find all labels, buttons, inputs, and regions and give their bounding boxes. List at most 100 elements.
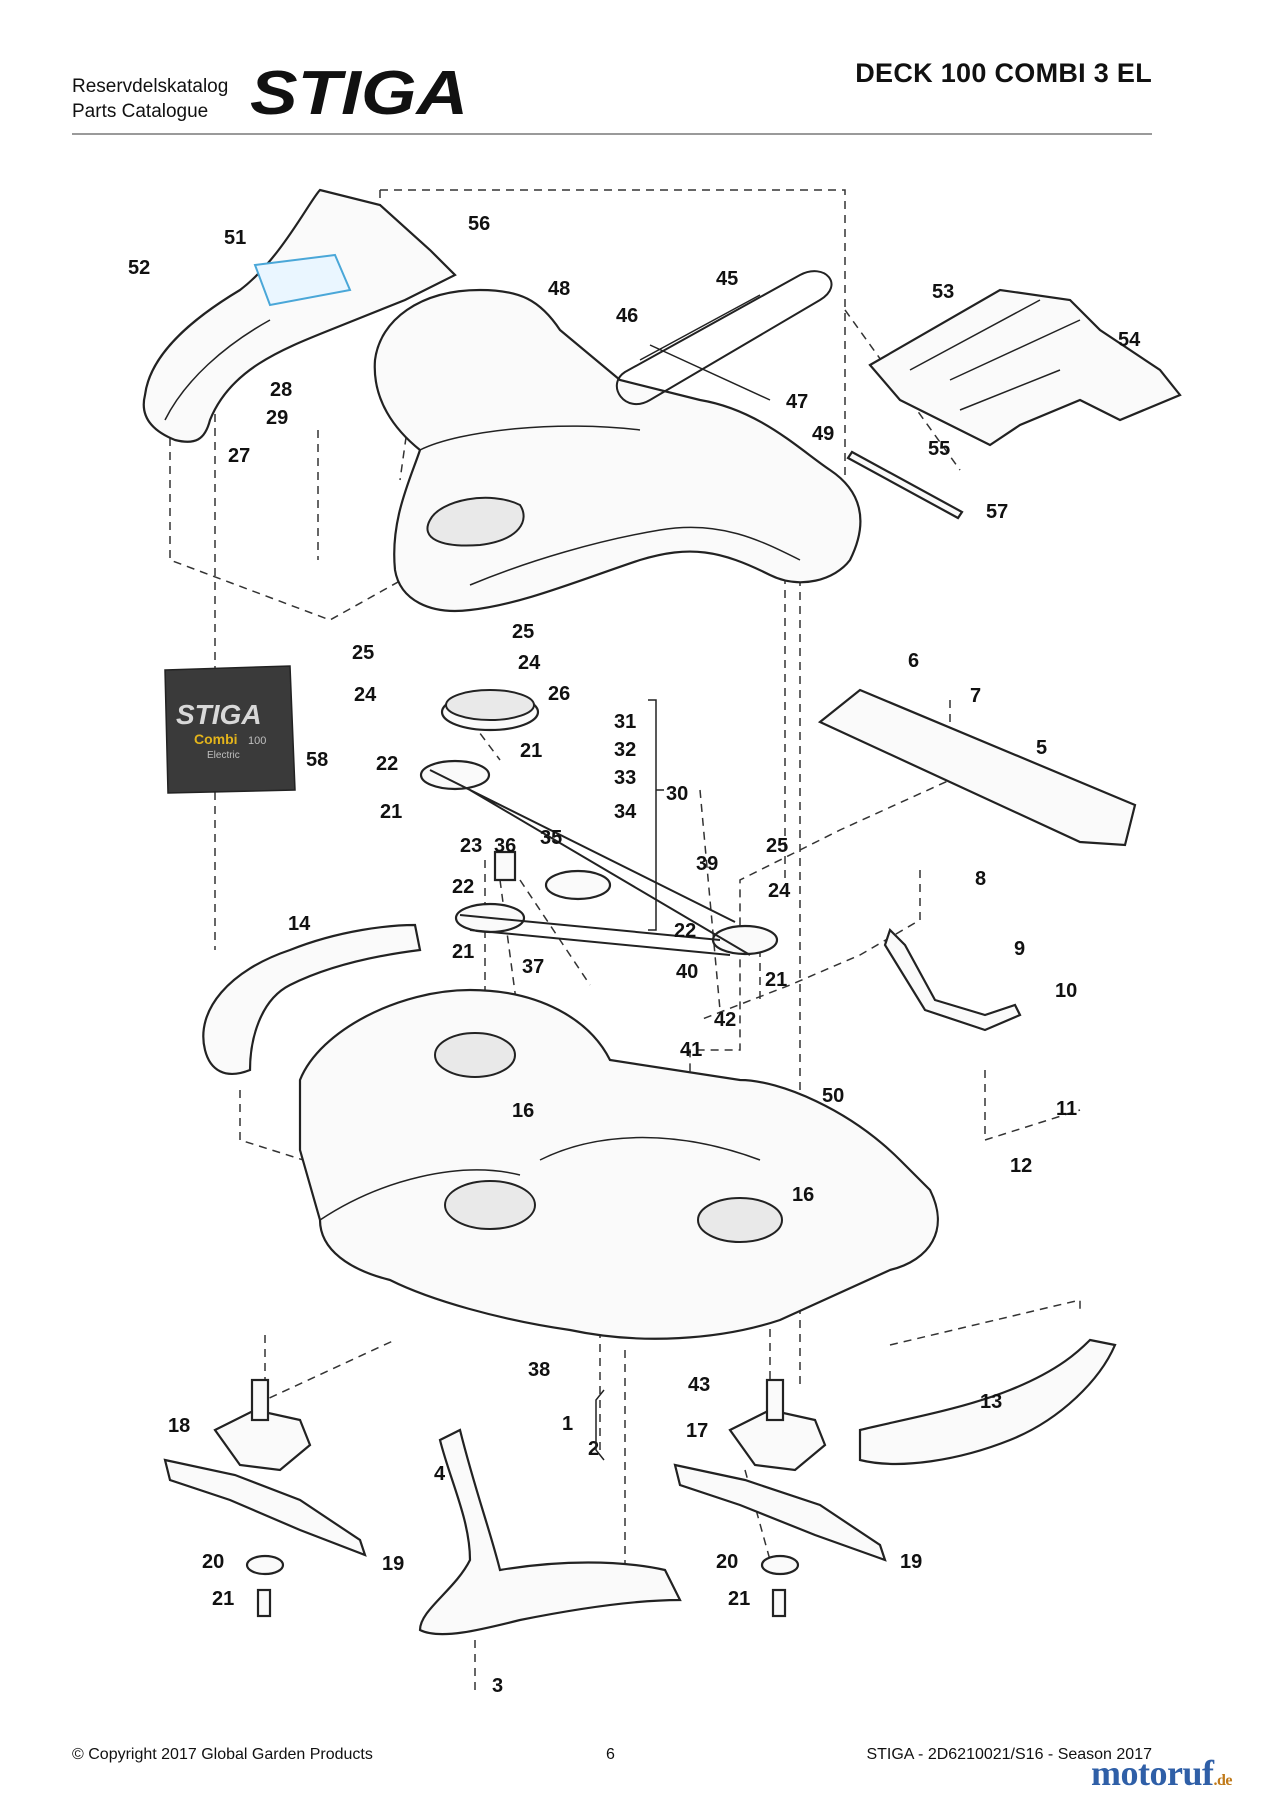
callout-18: 18 <box>168 1415 190 1437</box>
callout-24c: 24 <box>768 880 791 902</box>
callout-20a: 20 <box>202 1551 224 1573</box>
callout-13: 13 <box>980 1391 1002 1413</box>
callout-21d: 21 <box>380 801 402 823</box>
part-21-bolt-right <box>771 1588 787 1618</box>
catalog-label-en: Parts Catalogue <box>72 101 209 122</box>
callout-28: 28 <box>270 379 292 401</box>
watermark-logo: motoruf.de <box>1091 1752 1232 1794</box>
callout-24a: 24 <box>354 684 377 706</box>
callout-9: 9 <box>1014 938 1025 960</box>
callout-17: 17 <box>686 1420 708 1442</box>
part-48-top-cover <box>373 288 862 612</box>
callout-29: 29 <box>266 407 288 429</box>
part-51-cover-plate <box>142 188 457 443</box>
callout-14: 14 <box>288 913 311 935</box>
callout-55: 55 <box>928 438 950 460</box>
part-18-spindle <box>213 1378 312 1472</box>
callout-6: 6 <box>908 650 919 672</box>
callout-12: 12 <box>1010 1155 1032 1177</box>
callout-46: 46 <box>616 305 638 327</box>
callout-11: 11 <box>1056 1098 1077 1120</box>
page-title: DECK 100 COMBI 3 EL <box>855 58 1152 88</box>
part-21-bolt-left <box>256 1588 272 1618</box>
part-20-washer-left <box>245 1554 285 1576</box>
callout-42: 42 <box>714 1009 736 1031</box>
callout-20b: 20 <box>716 1551 738 1573</box>
callout-37: 37 <box>522 956 544 978</box>
group-bracket-1 <box>595 1389 605 1461</box>
callout-54: 54 <box>1118 329 1141 351</box>
callout-21e: 21 <box>452 941 474 963</box>
footer-page-number: 6 <box>606 1746 615 1763</box>
footer-reference: STIGA - 2D6210021/S16 - Season 2017 <box>866 1746 1152 1763</box>
callout-4: 4 <box>434 1463 446 1485</box>
callout-21f: 21 <box>765 969 787 991</box>
callout-10: 10 <box>1055 980 1077 1002</box>
callout-16a: 16 <box>512 1100 534 1122</box>
callout-22b: 22 <box>452 876 474 898</box>
callout-49: 49 <box>812 423 834 445</box>
part-10-lever <box>883 927 1022 1032</box>
watermark-name: motoruf <box>1091 1753 1214 1793</box>
callout-3: 3 <box>492 1675 503 1697</box>
callout-25c: 25 <box>766 835 788 857</box>
part-17-spindle <box>728 1378 827 1472</box>
callout-33: 33 <box>614 767 636 789</box>
part-46-rod <box>649 344 771 401</box>
callout-25a: 25 <box>352 642 374 664</box>
callout-27: 27 <box>228 445 250 467</box>
decal-variant: Electric <box>207 750 240 761</box>
callout-51: 51 <box>224 227 246 249</box>
callout-34: 34 <box>614 801 637 823</box>
callout-8: 8 <box>975 868 986 890</box>
part-5-plate <box>817 688 1137 847</box>
callout-26: 26 <box>548 683 570 705</box>
part-14-deflector <box>202 923 422 1075</box>
part-20-washer-right <box>760 1554 800 1576</box>
callout-35: 35 <box>540 827 562 849</box>
callout-19b: 19 <box>900 1551 922 1573</box>
callout-45: 45 <box>716 268 738 290</box>
callout-30: 30 <box>666 783 688 805</box>
callout-57: 57 <box>986 501 1008 523</box>
callout-31: 31 <box>614 711 636 733</box>
callout-32: 32 <box>614 739 636 761</box>
callout-40: 40 <box>676 961 698 983</box>
catalog-label-de: Reservdelskatalog <box>72 76 229 97</box>
callout-36: 36 <box>494 835 516 857</box>
callout-21b: 21 <box>728 1588 750 1610</box>
callout-23: 23 <box>460 835 482 857</box>
callout-43: 43 <box>688 1374 710 1396</box>
callout-2: 2 <box>588 1438 599 1460</box>
callout-22a: 22 <box>376 753 398 775</box>
callout-50: 50 <box>822 1085 844 1107</box>
callout-41: 41 <box>680 1039 702 1061</box>
callout-21c: 21 <box>520 740 542 762</box>
callout-38: 38 <box>528 1359 550 1381</box>
part-45-belt <box>615 270 833 406</box>
part-13-deflector <box>858 1338 1117 1465</box>
callout-24b: 24 <box>518 652 541 674</box>
callout-56: 56 <box>468 213 490 235</box>
callout-16b: 16 <box>792 1184 814 1206</box>
part-4-deflector <box>418 1428 682 1636</box>
header-divider <box>72 133 1152 135</box>
decal-brand: STIGA <box>176 699 262 730</box>
footer-copyright: © Copyright 2017 Global Garden Products <box>72 1746 373 1763</box>
decal-model: Combi <box>194 731 238 747</box>
callout-19a: 19 <box>382 1553 404 1575</box>
decal-size: 100 <box>248 735 266 747</box>
callout-21a: 21 <box>212 1588 234 1610</box>
part-58-decal: STIGA Combi 100 Electric <box>164 665 296 794</box>
exploded-parts-diagram: STIGA Combi 100 Electric <box>128 188 1182 1697</box>
group-bracket-30 <box>648 699 664 931</box>
callout-47: 47 <box>786 391 808 413</box>
part-19-blade-left <box>163 1458 367 1557</box>
assembly-guide-lines <box>169 189 1081 1690</box>
callout-7: 7 <box>970 685 981 707</box>
callout-52: 52 <box>128 257 150 279</box>
part-callouts: 1 2 3 4 5 6 7 8 9 10 11 12 13 14 16 16 1… <box>128 213 1141 1697</box>
part-19-blade-right <box>673 1463 887 1562</box>
callout-1: 1 <box>562 1413 573 1435</box>
stiga-logo-text: STIGA <box>250 62 468 124</box>
